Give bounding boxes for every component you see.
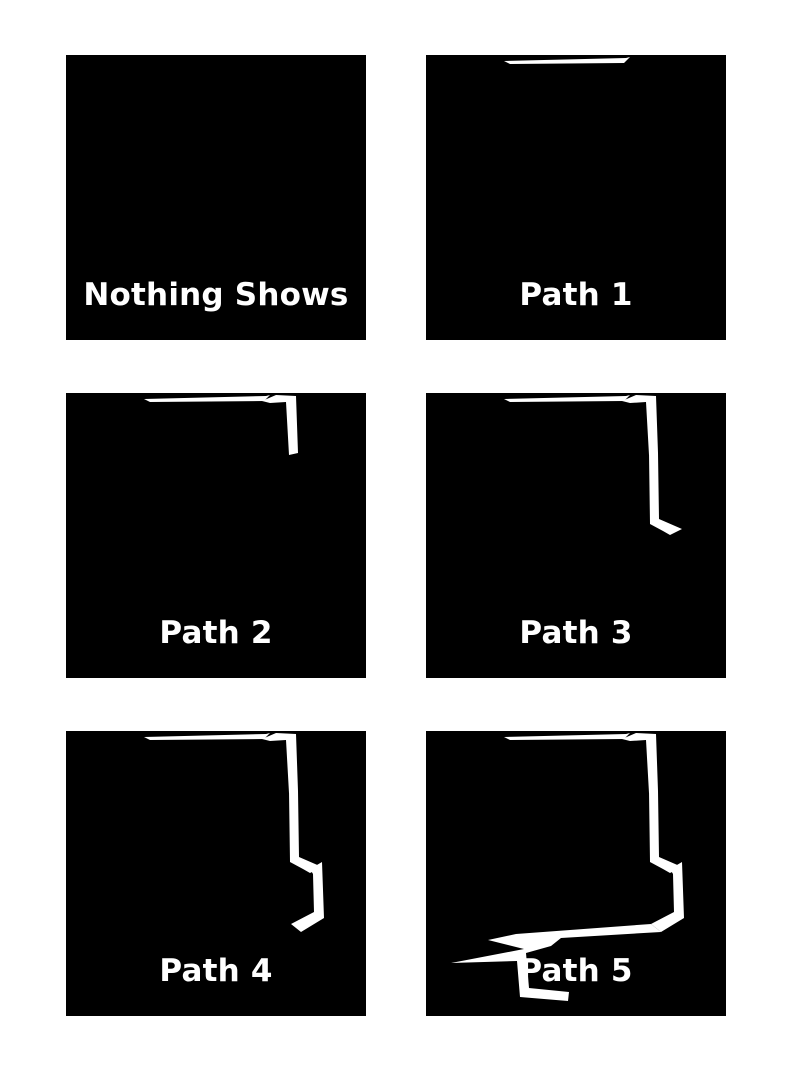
- panel-path-4: Path 4: [66, 731, 366, 1016]
- panel-caption: Path 4: [159, 953, 273, 989]
- path-segment-1: [144, 733, 270, 740]
- path-segment-2: [622, 395, 658, 455]
- path-segment-1: [144, 395, 270, 402]
- panel-path-5: Path 5: [426, 731, 726, 1016]
- panel-caption: Path 3: [519, 615, 633, 651]
- path-segment-3: [649, 791, 682, 873]
- path-segment-4: [651, 862, 684, 932]
- panel-caption: Path 5: [519, 953, 633, 989]
- path-segment-1: [504, 395, 630, 402]
- path-segment-2: [262, 733, 298, 793]
- path-drawing: [504, 57, 630, 64]
- panel-caption: Path 2: [159, 615, 273, 651]
- panel-caption: Path 1: [519, 277, 633, 313]
- panel-path-1: Path 1: [426, 55, 726, 340]
- path-segment-3: [649, 453, 682, 535]
- path-drawing: [451, 733, 684, 1001]
- path-drawing: [144, 733, 324, 932]
- panel-nothing-shows: Nothing Shows: [66, 55, 366, 340]
- path-segment-2: [622, 733, 658, 793]
- path-segment-1: [504, 57, 630, 64]
- panel-path-2: Path 2: [66, 393, 366, 678]
- path-segment-1: [504, 733, 630, 740]
- path-segment-5: [451, 924, 661, 1001]
- path-drawing: [144, 395, 298, 455]
- path-segment-3: [289, 791, 322, 873]
- panel-caption: Nothing Shows: [83, 277, 349, 313]
- path-segment-2: [262, 395, 298, 455]
- path-drawing: [504, 395, 682, 535]
- panel-path-3: Path 3: [426, 393, 726, 678]
- path-segment-4: [291, 862, 324, 932]
